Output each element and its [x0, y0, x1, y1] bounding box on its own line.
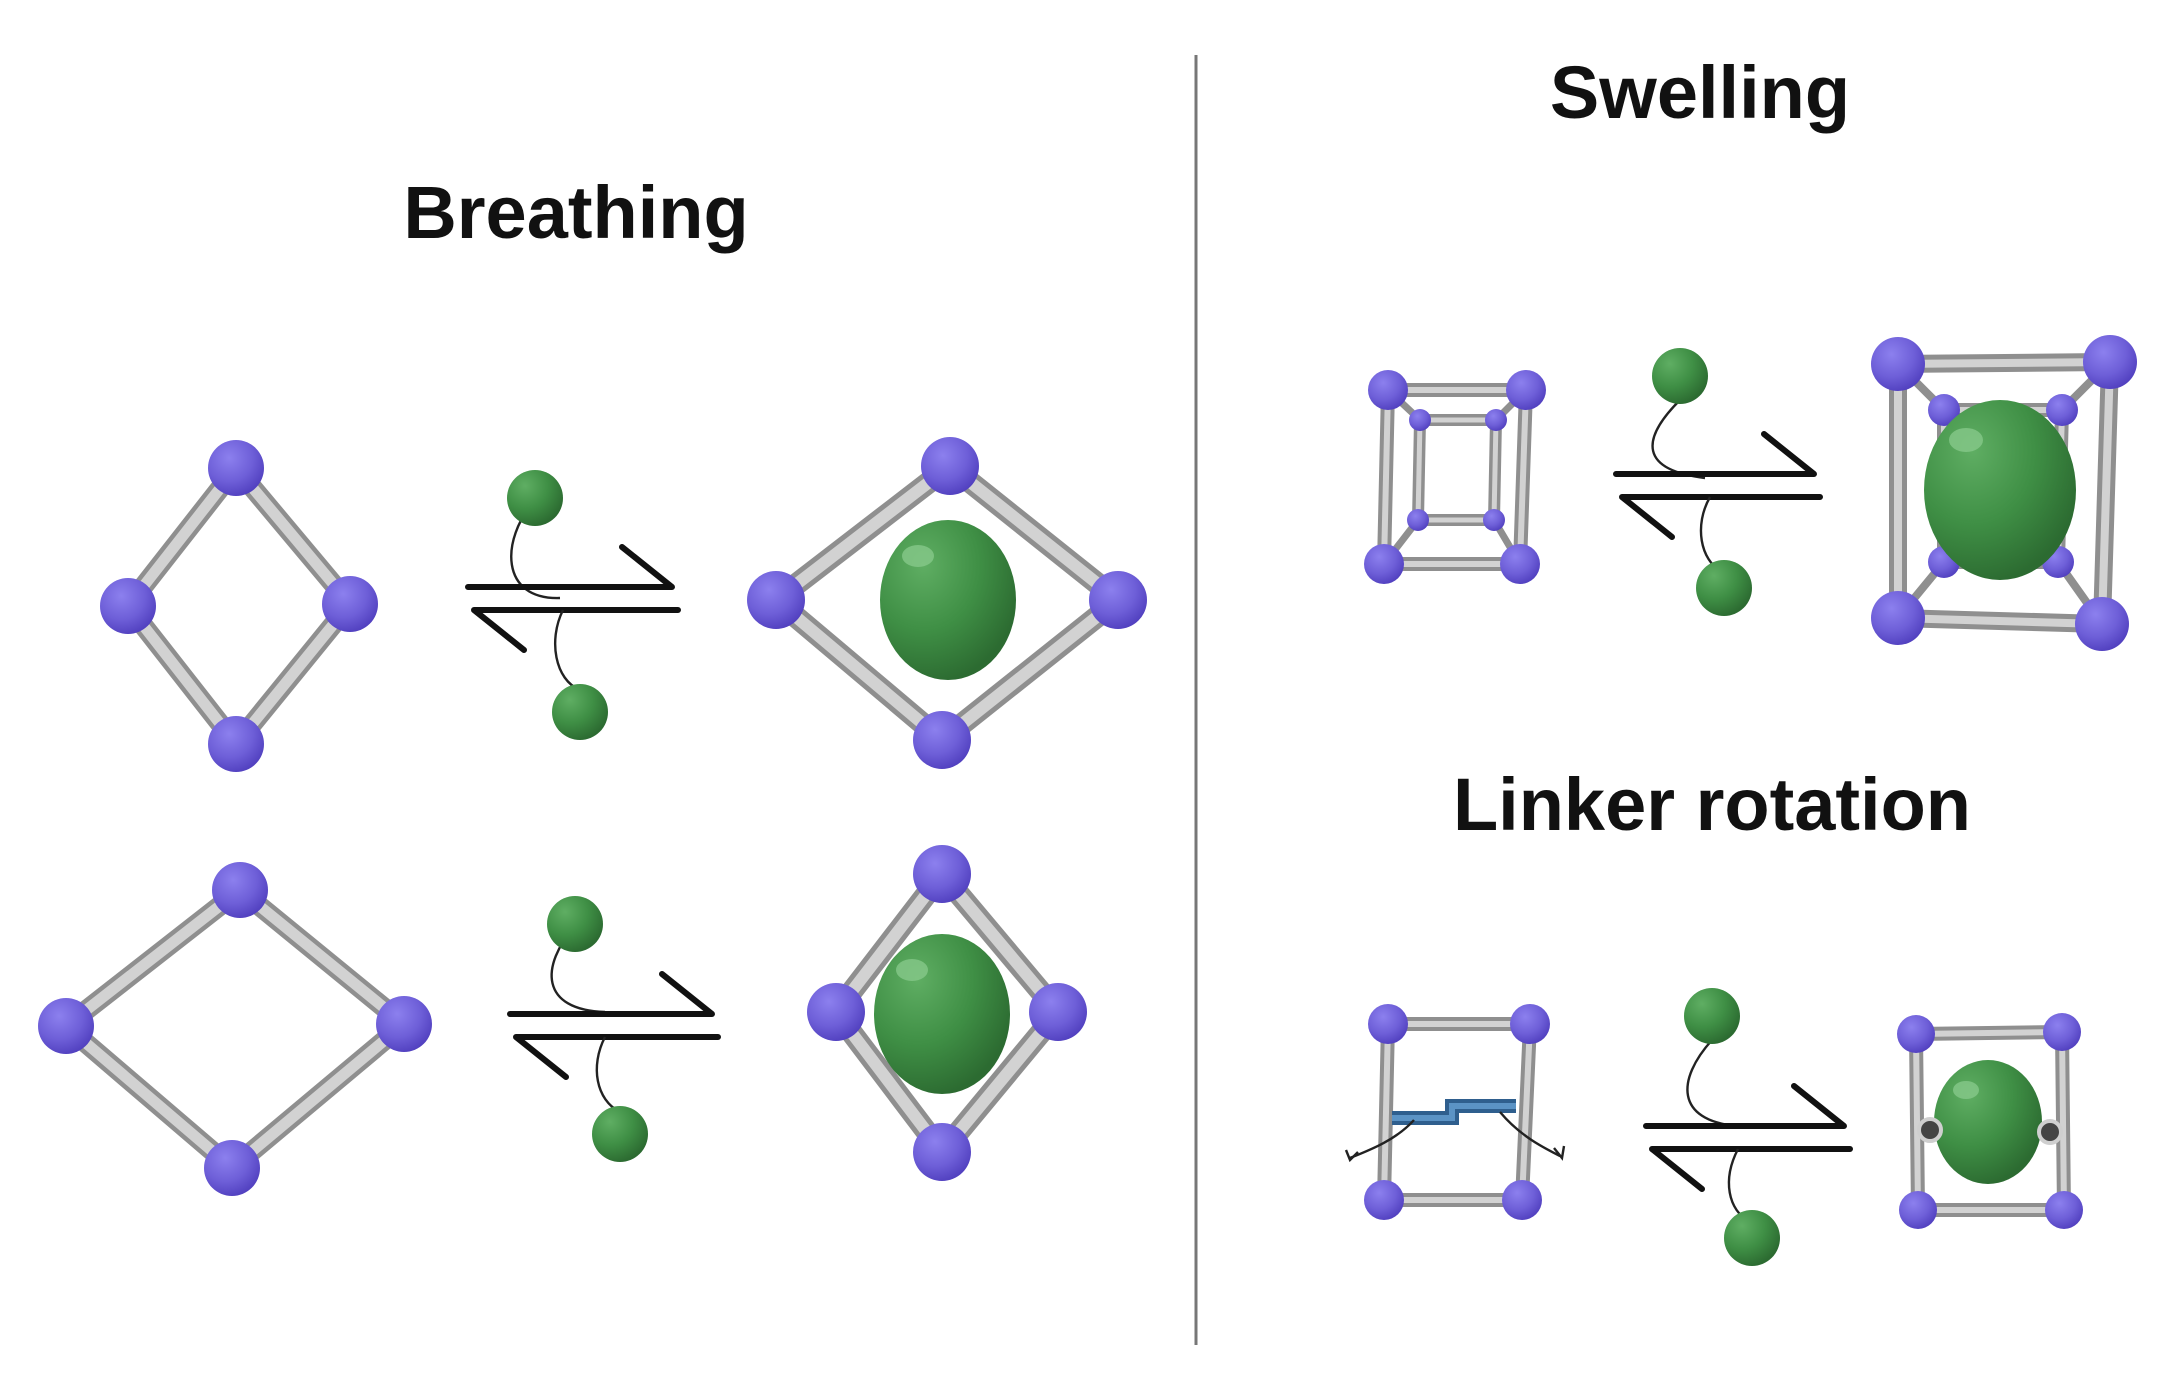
swelling-expanded-framework — [1871, 335, 2137, 651]
metal-node-icon — [1364, 1180, 1404, 1220]
equilibrium-arrows-icon — [1643, 1083, 1853, 1192]
metal-node-icon — [1409, 409, 1431, 431]
metal-node-icon — [1502, 1180, 1542, 1220]
framework-rods — [115, 452, 363, 761]
guest-molecule-icon — [1652, 348, 1708, 404]
metal-node-icon — [807, 983, 865, 1041]
guest-molecule-icon — [507, 470, 563, 526]
metal-node-icon — [1897, 1015, 1935, 1053]
metal-node-icon — [2046, 394, 2078, 426]
metal-node-icon — [376, 996, 432, 1052]
metal-node-icon — [322, 576, 378, 632]
metal-node-icon — [212, 862, 268, 918]
framework-rods — [50, 877, 420, 1182]
metal-node-icon — [100, 578, 156, 634]
tether-line — [595, 1036, 621, 1114]
metal-node-icon — [921, 437, 979, 495]
equilibrium-arrows-icon — [507, 971, 721, 1080]
metal-node-icon — [913, 845, 971, 903]
rotation-arrow-icon — [1344, 1149, 1359, 1163]
guest-highlight — [902, 545, 934, 567]
linker-rotation-closed-framework — [1344, 1004, 1566, 1220]
linker-rotation-equilibrium — [1643, 988, 1853, 1266]
metal-node-icon — [1510, 1004, 1550, 1044]
breathing-top-open-framework — [747, 437, 1147, 769]
metal-node-icon — [913, 711, 971, 769]
guest-molecule-icon — [1924, 400, 2076, 580]
guest-highlight — [1953, 1081, 1979, 1099]
metal-node-icon — [1089, 571, 1147, 629]
metal-node-icon — [208, 716, 264, 772]
guest-molecule-icon — [1684, 988, 1740, 1044]
metal-node-icon — [1407, 509, 1429, 531]
guest-molecule-icon — [592, 1106, 648, 1162]
tether-line — [1651, 399, 1706, 480]
rotation-arrow-icon — [1553, 1145, 1566, 1161]
guest-molecule-icon — [1724, 1210, 1780, 1266]
metal-node-icon — [1871, 591, 1925, 645]
linker-rotation-title: Linker rotation — [1453, 763, 1971, 846]
metal-node-icon — [1928, 394, 1960, 426]
tether-line — [1686, 1039, 1737, 1128]
breathing-title: Breathing — [403, 171, 748, 254]
guest-molecule-icon — [1696, 560, 1752, 616]
metal-node-icon — [2045, 1191, 2083, 1229]
metal-node-icon — [1485, 409, 1507, 431]
metal-node-icon — [913, 1123, 971, 1181]
guest-molecule-icon — [874, 934, 1010, 1094]
metal-node-icon — [2075, 597, 2129, 651]
metal-node-icon — [1364, 544, 1404, 584]
metal-node-icon — [1483, 509, 1505, 531]
metal-node-icon — [1368, 370, 1408, 410]
swelling-small-framework — [1364, 370, 1546, 584]
rotated-linker-icon — [1917, 1117, 1943, 1143]
guest-molecule-icon — [552, 684, 608, 740]
metal-node-icon — [2083, 335, 2137, 389]
linker-rotation-open-framework — [1897, 1013, 2083, 1229]
metal-node-icon — [1500, 544, 1540, 584]
breathing-bottom-equilibrium — [507, 896, 721, 1162]
breathing-top-equilibrium — [465, 470, 681, 740]
metal-node-icon — [2043, 1013, 2081, 1051]
breathing-bottom-narrow-framework — [807, 845, 1087, 1181]
guest-highlight — [1949, 428, 1983, 452]
swelling-title: Swelling — [1550, 51, 1850, 134]
rotation-arrow-icon — [1499, 1111, 1561, 1158]
breathing-bottom-wide-framework — [38, 862, 432, 1196]
guest-molecule-icon — [880, 520, 1016, 680]
equilibrium-arrows-icon — [465, 544, 681, 653]
rotated-linker-icon — [2037, 1119, 2063, 1145]
guest-highlight — [896, 959, 928, 981]
swelling-equilibrium — [1613, 348, 1823, 616]
metal-node-icon — [208, 440, 264, 496]
metal-node-icon — [1506, 370, 1546, 410]
metal-node-icon — [1871, 337, 1925, 391]
metal-node-icon — [1899, 1191, 1937, 1229]
metal-node-icon — [38, 998, 94, 1054]
guest-molecule-icon — [1934, 1060, 2042, 1184]
guest-molecule-icon — [547, 896, 603, 952]
linker-bar-highlight — [1392, 1103, 1516, 1121]
metal-node-icon — [1368, 1004, 1408, 1044]
equilibrium-arrows-icon — [1613, 431, 1823, 540]
breathing-top-narrow-framework — [100, 440, 378, 772]
metal-node-icon — [204, 1140, 260, 1196]
tether-line — [553, 609, 581, 692]
metal-node-icon — [747, 571, 805, 629]
metal-node-icon — [1029, 983, 1087, 1041]
